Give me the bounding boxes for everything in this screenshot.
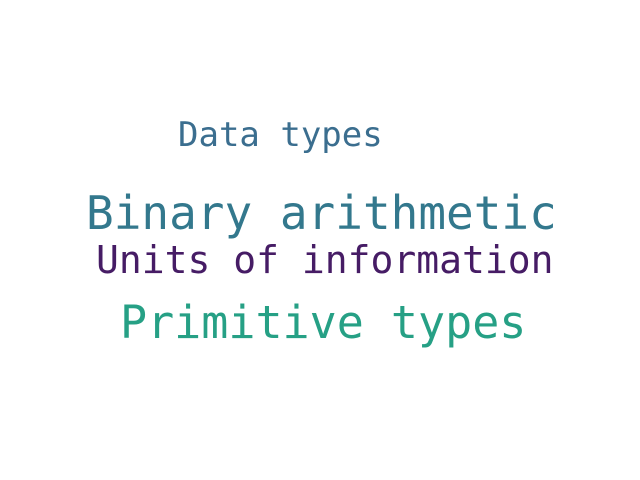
word-units-of-information: Units of information	[96, 238, 554, 282]
word-data-types: Data types	[178, 115, 383, 155]
word-primitive-types: Primitive types	[120, 296, 527, 349]
word-binary-arithmetic: Binary arithmetic	[86, 186, 557, 240]
